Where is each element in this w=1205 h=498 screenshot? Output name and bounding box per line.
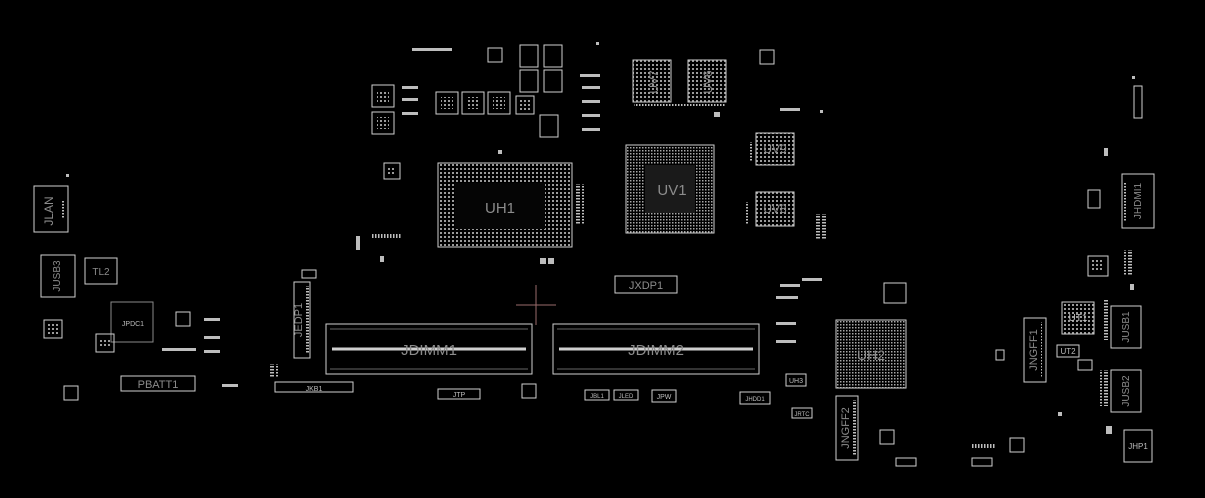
uh3-label: UH3 bbox=[789, 378, 803, 385]
jxdp1-connector[interactable]: JXDP1 bbox=[614, 275, 678, 294]
ut2-chip[interactable]: UT2 bbox=[1056, 344, 1080, 358]
jngff1-label: JNGFF1 bbox=[1028, 329, 1040, 371]
uh2-label: UH2 bbox=[857, 347, 885, 363]
uv6-vram[interactable]: UV6 bbox=[687, 59, 727, 103]
jtp-label: JTP bbox=[453, 392, 466, 399]
jedp1-label: JEDP1 bbox=[293, 303, 305, 337]
jhdd1-label: JHDD1 bbox=[745, 397, 765, 403]
uv1-gpu[interactable]: UV1 bbox=[625, 144, 715, 234]
jrtc-connector[interactable]: JRTC bbox=[791, 407, 813, 419]
jusb1-connector[interactable]: JUSB1 bbox=[1110, 305, 1142, 349]
jbl1-label: JBL1 bbox=[590, 394, 604, 400]
uv1-label: UV1 bbox=[657, 182, 686, 199]
jdimm1-label: JDIMM1 bbox=[401, 342, 457, 359]
ut2-label: UT2 bbox=[1060, 347, 1076, 356]
uh3-chip[interactable]: UH3 bbox=[785, 373, 807, 387]
jhdd1-connector[interactable]: JHDD1 bbox=[739, 391, 771, 405]
jngff1-slot[interactable]: JNGFF1 bbox=[1023, 317, 1047, 383]
uv7-vram[interactable]: UV7 bbox=[632, 59, 672, 103]
jpdc1-label: JPDC1 bbox=[122, 321, 144, 328]
tl2-component[interactable]: TL2 bbox=[84, 257, 118, 285]
jhdmi1-connector[interactable]: JHDMI1 bbox=[1121, 173, 1155, 229]
jhp1-connector[interactable]: JHP1 bbox=[1123, 429, 1153, 463]
jusb3-connector[interactable]: JUSB3 bbox=[40, 254, 76, 298]
uv8-label: UV8 bbox=[763, 202, 787, 216]
jbl1-connector[interactable]: JBL1 bbox=[584, 389, 610, 401]
pbatt1-label: PBATT1 bbox=[138, 379, 179, 391]
ut1-label: UT1 bbox=[1069, 313, 1088, 324]
jdimm2-label: JDIMM2 bbox=[628, 342, 684, 359]
jpw-label: JPW bbox=[657, 394, 672, 401]
uh1-cpu[interactable]: UH1 bbox=[437, 162, 573, 248]
jlan-connector[interactable]: JLAN bbox=[33, 185, 69, 233]
edge-strip bbox=[1133, 85, 1143, 119]
jhp1-label: JHP1 bbox=[1128, 442, 1148, 451]
uv6-label: UV6 bbox=[701, 70, 715, 94]
jxdp1-label: JXDP1 bbox=[629, 280, 663, 292]
jrtc-label: JRTC bbox=[794, 412, 810, 418]
small-components bbox=[43, 42, 1135, 467]
uh1-label: UH1 bbox=[485, 200, 515, 217]
pbatt1-connector[interactable]: PBATT1 bbox=[120, 375, 196, 392]
jusb1-label: JUSB1 bbox=[1121, 311, 1132, 343]
jpw-connector[interactable]: JPW bbox=[651, 389, 677, 403]
jkb1-label: JKB1 bbox=[306, 386, 323, 393]
jled-label: JLED bbox=[619, 394, 634, 400]
uv9-label: UV9 bbox=[763, 142, 787, 156]
uv9-vram[interactable]: UV9 bbox=[755, 132, 795, 166]
jusb3-label: JUSB3 bbox=[52, 260, 63, 292]
jlan-label: JLAN bbox=[42, 196, 56, 225]
uv8-vram[interactable]: UV8 bbox=[755, 191, 795, 227]
jedp1-connector[interactable]: JEDP1 bbox=[293, 281, 311, 359]
tl2-label: TL2 bbox=[92, 267, 110, 278]
jled-connector[interactable]: JLED bbox=[613, 389, 639, 401]
cursor-crosshair bbox=[516, 285, 556, 325]
jngff2-slot[interactable]: JNGFF2 bbox=[835, 395, 859, 461]
jpdc1-connector[interactable]: JPDC1 bbox=[110, 301, 154, 343]
jdimm1-slot[interactable]: JDIMM1 bbox=[325, 323, 533, 375]
uh2-pch[interactable]: UH2 bbox=[835, 319, 907, 389]
uv7-label: UV7 bbox=[647, 70, 661, 94]
jkb1-connector[interactable]: JKB1 bbox=[274, 381, 354, 393]
jusb2-label: JUSB2 bbox=[1121, 375, 1132, 407]
jdimm2-slot[interactable]: JDIMM2 bbox=[552, 323, 760, 375]
jusb2-connector[interactable]: JUSB2 bbox=[1110, 369, 1142, 413]
jngff2-label: JNGFF2 bbox=[840, 407, 852, 449]
ut1-chip[interactable]: UT1 bbox=[1061, 301, 1095, 335]
jtp-connector[interactable]: JTP bbox=[437, 388, 481, 400]
jhdmi1-label: JHDMI1 bbox=[1133, 183, 1144, 220]
